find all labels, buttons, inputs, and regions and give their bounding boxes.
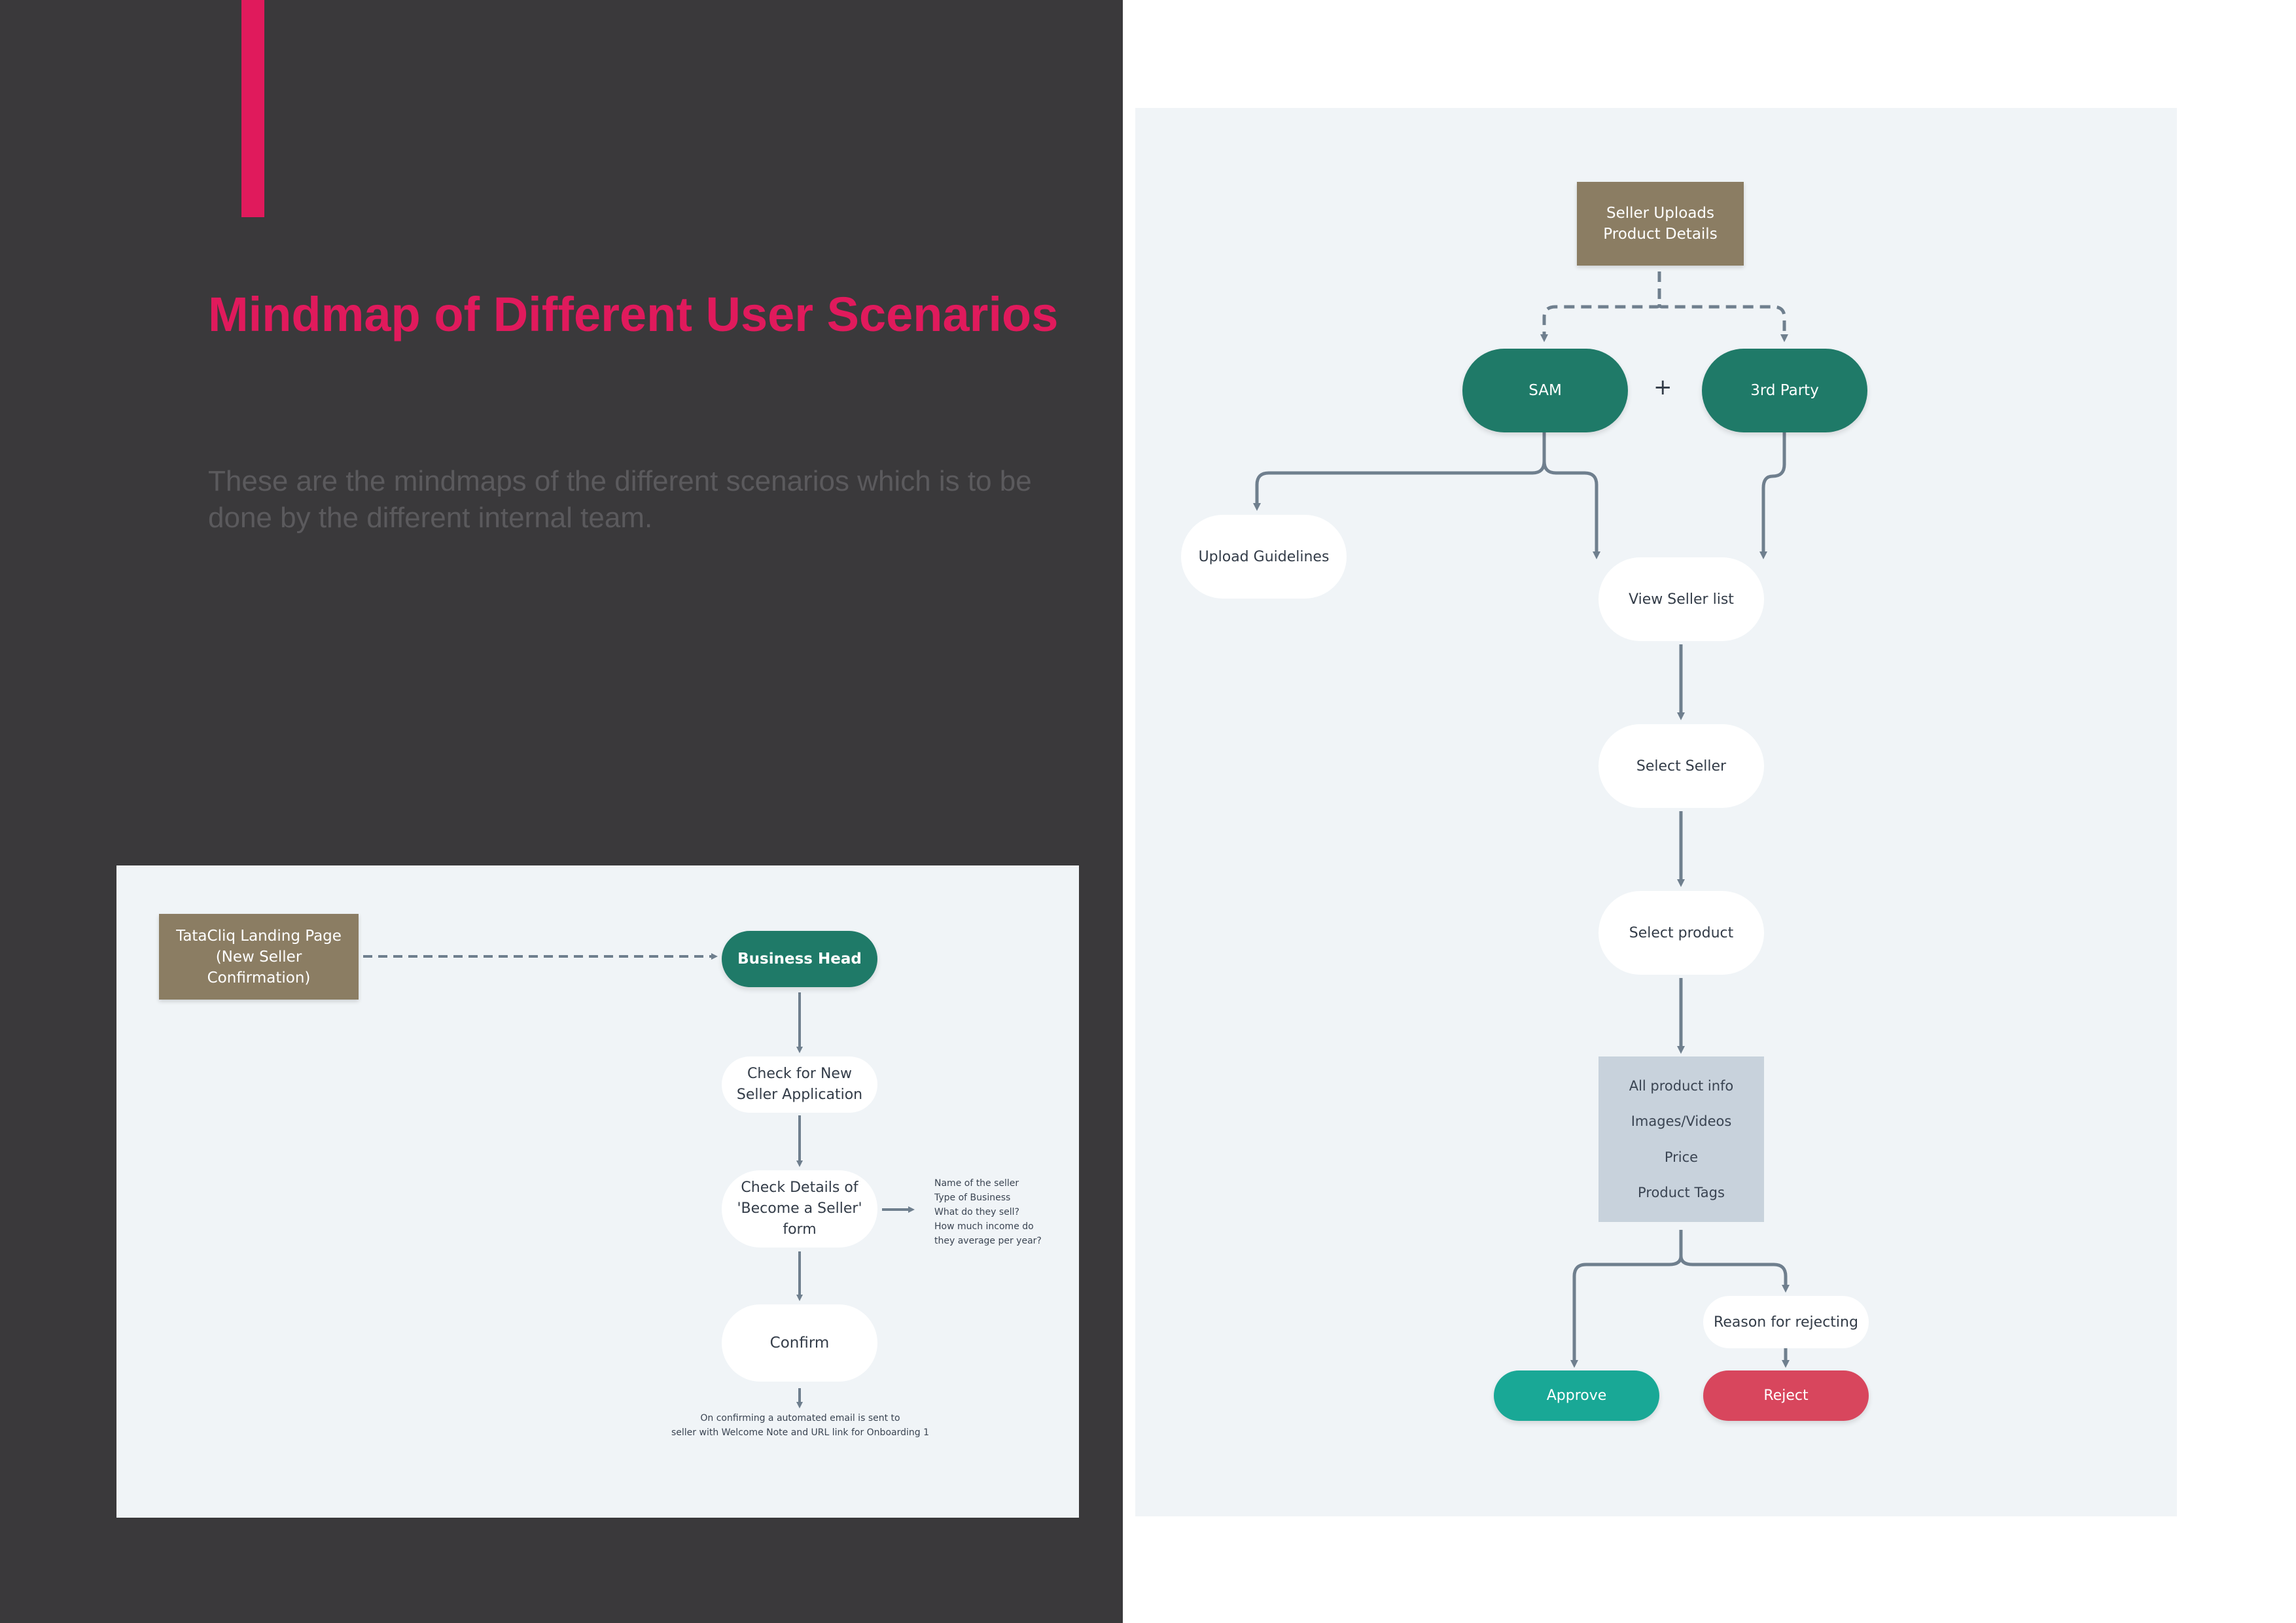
node-sam-label: SAM <box>1528 382 1562 399</box>
confirm-note-line: seller with Welcome Note and URL link fo… <box>671 1427 929 1438</box>
product-info-item: All product info <box>1629 1078 1734 1094</box>
node-business-head: Business Head <box>722 931 877 987</box>
node-view-seller-list-label: View Seller list <box>1629 591 1734 608</box>
details-note: How much income do <box>934 1221 1034 1232</box>
onboarding-mindmap-panel: TataCliq Landing Page (New Seller Confir… <box>116 865 1079 1518</box>
product-info-item: Price <box>1664 1149 1699 1165</box>
node-landing-page-label: TataCliq Landing Page (New Seller Confir… <box>176 927 342 986</box>
approve-label: Approve <box>1546 1387 1607 1404</box>
node-select-seller: Select Seller <box>1598 724 1764 808</box>
node-third-party-label: 3rd Party <box>1750 382 1819 399</box>
connector-info-to-reason <box>1679 1255 1790 1293</box>
node-sam: SAM <box>1462 349 1628 432</box>
connector-start-split-right <box>1657 304 1788 342</box>
node-check-details: Check Details of 'Become a Seller' form <box>722 1170 877 1248</box>
node-reason-rejecting-label: Reason for rejecting <box>1714 1314 1858 1331</box>
connector-third-party-to-seller-list <box>1759 432 1786 559</box>
product-flow-connectors <box>1253 271 1790 1368</box>
approve-node: Approve <box>1494 1370 1659 1421</box>
connector-sam-to-seller-list <box>1542 461 1600 559</box>
page-description: These are the mindmaps of the different … <box>208 465 1032 534</box>
details-note: What do they sell? <box>934 1207 1019 1217</box>
node-view-seller-list: View Seller list <box>1598 557 1764 641</box>
node-reason-rejecting: Reason for rejecting <box>1703 1296 1869 1348</box>
product-info-item: Product Tags <box>1638 1184 1725 1200</box>
details-note: Name of the seller <box>934 1178 1019 1189</box>
left-panel: Mindmap of Different User Scenarios Thes… <box>0 0 1123 1623</box>
connector-info-to-approve <box>1570 1230 1683 1368</box>
node-seller-uploads-label: Seller Uploads Product Details <box>1603 205 1718 243</box>
accent-bar <box>241 0 264 217</box>
node-product-info: All product info Images/Videos Price Pro… <box>1598 1056 1764 1222</box>
node-seller-uploads: Seller Uploads Product Details <box>1577 182 1744 266</box>
node-landing-page: TataCliq Landing Page (New Seller Confir… <box>159 914 359 1000</box>
node-select-product-label: Select product <box>1629 924 1734 941</box>
node-upload-guidelines: Upload Guidelines <box>1181 515 1347 599</box>
product-flow-panel: Seller Uploads Product Details SAM + 3rd… <box>1135 108 2177 1516</box>
plus-symbol: + <box>1653 374 1672 400</box>
connector-sam-to-guidelines <box>1253 432 1546 511</box>
onboarding-connectors <box>363 953 915 1408</box>
confirm-note: On confirming a automated email is sent … <box>640 1411 961 1440</box>
details-notes: Name of the seller Type of Business What… <box>934 1176 1065 1248</box>
node-select-product: Select product <box>1598 891 1764 975</box>
details-note: they average per year? <box>934 1236 1042 1246</box>
reject-label: Reject <box>1763 1387 1809 1404</box>
connector-start-split <box>1540 271 1661 342</box>
node-confirm-label: Confirm <box>769 1335 830 1352</box>
node-confirm: Confirm <box>722 1304 877 1382</box>
node-check-application: Check for New Seller Application <box>722 1056 877 1113</box>
node-third-party: 3rd Party <box>1702 349 1867 432</box>
node-check-application-label: Check for New Seller Application <box>736 1066 863 1103</box>
reject-node: Reject <box>1703 1370 1869 1421</box>
details-note: Type of Business <box>934 1193 1011 1203</box>
node-select-seller-label: Select Seller <box>1636 758 1727 775</box>
node-check-details-label: Check Details of 'Become a Seller' form <box>737 1179 862 1238</box>
node-business-head-label: Business Head <box>737 951 862 968</box>
node-upload-guidelines-label: Upload Guidelines <box>1198 548 1330 565</box>
confirm-note-line: On confirming a automated email is sent … <box>700 1413 900 1423</box>
page-title: Mindmap of Different User Scenarios <box>208 287 1059 341</box>
product-info-item: Images/Videos <box>1631 1113 1732 1130</box>
